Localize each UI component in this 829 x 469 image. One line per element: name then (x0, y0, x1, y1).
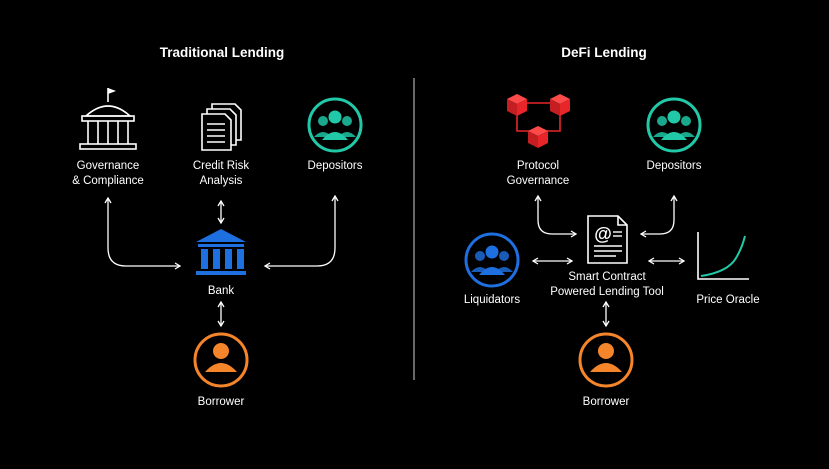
credit-risk-label: Credit Risk Analysis (192, 160, 250, 187)
arrow-governance-contract (534, 194, 578, 238)
contract-icon: @ (587, 215, 628, 264)
user-icon (578, 332, 634, 388)
section-title-defi: DeFi Lending (561, 45, 647, 60)
price-curve-icon (697, 232, 749, 280)
users-group-icon (646, 97, 702, 153)
user-icon (193, 332, 249, 388)
smart-contract-label: Smart Contract Powered Lending Tool (550, 271, 664, 298)
blocks-network-icon (507, 94, 570, 148)
svg-text:@: @ (594, 224, 612, 244)
building-columns-icon (79, 88, 137, 150)
documents-icon (201, 103, 242, 151)
users-group-icon (464, 232, 520, 288)
protocol-governance-label: Protocol Governance (506, 160, 570, 187)
price-oracle-label: Price Oracle (696, 294, 760, 306)
depositors-label: Depositors (307, 160, 363, 172)
section-title-traditional: Traditional Lending (159, 45, 285, 60)
bank-icon (196, 229, 246, 275)
arrow-governance-bank (104, 196, 182, 270)
arrow-depositors-contract (639, 194, 678, 238)
liquidators-label: Liquidators (463, 294, 521, 306)
depositors-label: Depositors (646, 160, 702, 172)
governance-label: Governance & Compliance (72, 160, 144, 187)
borrower-label: Borrower (197, 396, 245, 408)
users-group-icon (307, 97, 363, 153)
bank-label: Bank (207, 285, 235, 297)
borrower-label: Borrower (582, 396, 630, 408)
arrow-depositors-bank (263, 194, 339, 270)
